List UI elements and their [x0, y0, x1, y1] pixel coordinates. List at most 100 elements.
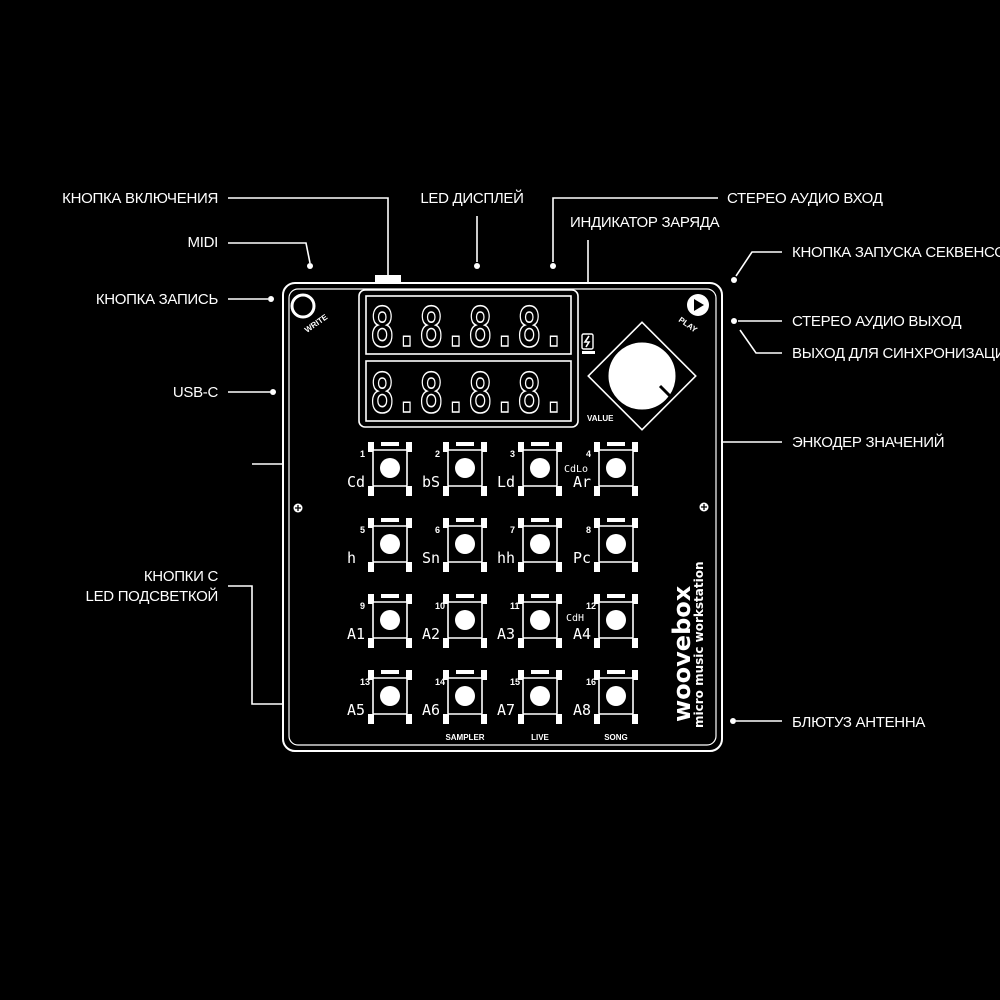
pad-button-1[interactable]: 1Cd [347, 442, 412, 496]
pad-label: Ld [497, 473, 515, 491]
pad-button-3[interactable]: 3Ld [497, 442, 562, 496]
pad-pin [368, 442, 374, 452]
pad-cap[interactable] [530, 458, 550, 478]
pad-pin [632, 638, 638, 648]
pad-led [607, 594, 625, 598]
pad-label: A7 [497, 701, 515, 719]
pad-pin [481, 670, 487, 680]
pad-pin [368, 562, 374, 572]
mode-label-live: LIVE [531, 733, 549, 742]
pad-button-6[interactable]: 6Sn [422, 518, 487, 572]
pad-cap[interactable] [380, 458, 400, 478]
pad-cap[interactable] [455, 534, 475, 554]
pad-pin [481, 518, 487, 528]
pad-pin [518, 714, 524, 724]
pad-pin [556, 594, 562, 604]
cdhi-label: CdH [566, 613, 584, 624]
pad-pin [556, 442, 562, 452]
pad-label: A1 [347, 625, 365, 643]
device: WRITE PLAY 8.8.8.8. 8.8.8.8. VALUE 1Cd2b… [282, 275, 723, 752]
pad-pin [632, 518, 638, 528]
pad-pin [481, 638, 487, 648]
pad-pin [556, 518, 562, 528]
pad-pin [368, 486, 374, 496]
cdlo-label: CdLo [564, 464, 588, 475]
pad-button-9[interactable]: 9A1 [347, 594, 412, 648]
pad-led [607, 442, 625, 446]
mode-label-sampler: SAMPLER [445, 733, 484, 742]
pad-pin [406, 638, 412, 648]
pad-pin [518, 486, 524, 496]
write-button[interactable] [290, 293, 316, 319]
pad-pin [368, 714, 374, 724]
pad-pin [632, 562, 638, 572]
pad-label: A4 [573, 625, 591, 643]
pad-pin [632, 670, 638, 680]
pad-pin [406, 518, 412, 528]
pad-pin [443, 442, 449, 452]
pad-cap[interactable] [606, 686, 626, 706]
pad-button-5[interactable]: 5h [347, 518, 412, 572]
pad-led [381, 518, 399, 522]
pad-button-2[interactable]: 2bS [422, 442, 487, 496]
value-encoder[interactable] [587, 321, 697, 431]
callout-power-button: КНОПКА ВКЛЮЧЕНИЯ [62, 190, 218, 207]
pad-label: A3 [497, 625, 515, 643]
pad-pin [518, 562, 524, 572]
pad-pin [518, 518, 524, 528]
pad-number: 9 [360, 601, 365, 611]
pad-number: 12 [586, 601, 596, 611]
pad-pin [594, 714, 600, 724]
callout-sync-out: ВЫХОД ДЛЯ СИНХРОНИЗАЦИИ [792, 345, 1000, 362]
led-display-row2-box [365, 360, 572, 422]
pad-button-7[interactable]: 7hh [497, 518, 562, 572]
pad-cap[interactable] [606, 610, 626, 630]
pad-cap[interactable] [606, 458, 626, 478]
callout-usb-c: USB-C [173, 384, 219, 401]
pad-cap[interactable] [530, 686, 550, 706]
pad-cap[interactable] [455, 686, 475, 706]
pad-cap[interactable] [455, 610, 475, 630]
pad-cap[interactable] [530, 534, 550, 554]
pad-number: 5 [360, 525, 365, 535]
pad-label: hh [497, 549, 515, 567]
pad-cap[interactable] [530, 610, 550, 630]
pad-label: A8 [573, 701, 591, 719]
pad-pin [594, 442, 600, 452]
pad-pin [443, 486, 449, 496]
pad-pin [481, 442, 487, 452]
pad-cap[interactable] [380, 610, 400, 630]
pad-label: Ar [573, 473, 591, 491]
callout-stereo-out: СТЕРЕО АУДИО ВЫХОД [792, 313, 961, 330]
pad-cap[interactable] [606, 534, 626, 554]
pad-pin [443, 670, 449, 680]
pad-pin [632, 594, 638, 604]
play-icon [694, 299, 704, 311]
led-display-row1: 8.8.8.8. [370, 296, 566, 359]
callout-midi: MIDI [188, 234, 218, 251]
pad-pin [632, 486, 638, 496]
pad-pin [518, 670, 524, 680]
pad-label: Cd [347, 473, 365, 491]
pad-pin [406, 714, 412, 724]
pad-button-4[interactable]: 4Ar [573, 442, 638, 496]
pad-button-8[interactable]: 8Pc [573, 518, 638, 572]
callout-charge-indicator: ИНДИКАТОР ЗАРЯДА [570, 214, 720, 231]
power-switch[interactable] [375, 275, 401, 284]
pad-led [456, 594, 474, 598]
pad-pin [406, 486, 412, 496]
pad-cap[interactable] [380, 534, 400, 554]
pad-pin [368, 518, 374, 528]
callout-record-button: КНОПКА ЗАПИСЬ [96, 291, 219, 308]
pad-cap[interactable] [455, 458, 475, 478]
pad-cap[interactable] [380, 686, 400, 706]
pad-led [607, 670, 625, 674]
pad-pin [556, 670, 562, 680]
